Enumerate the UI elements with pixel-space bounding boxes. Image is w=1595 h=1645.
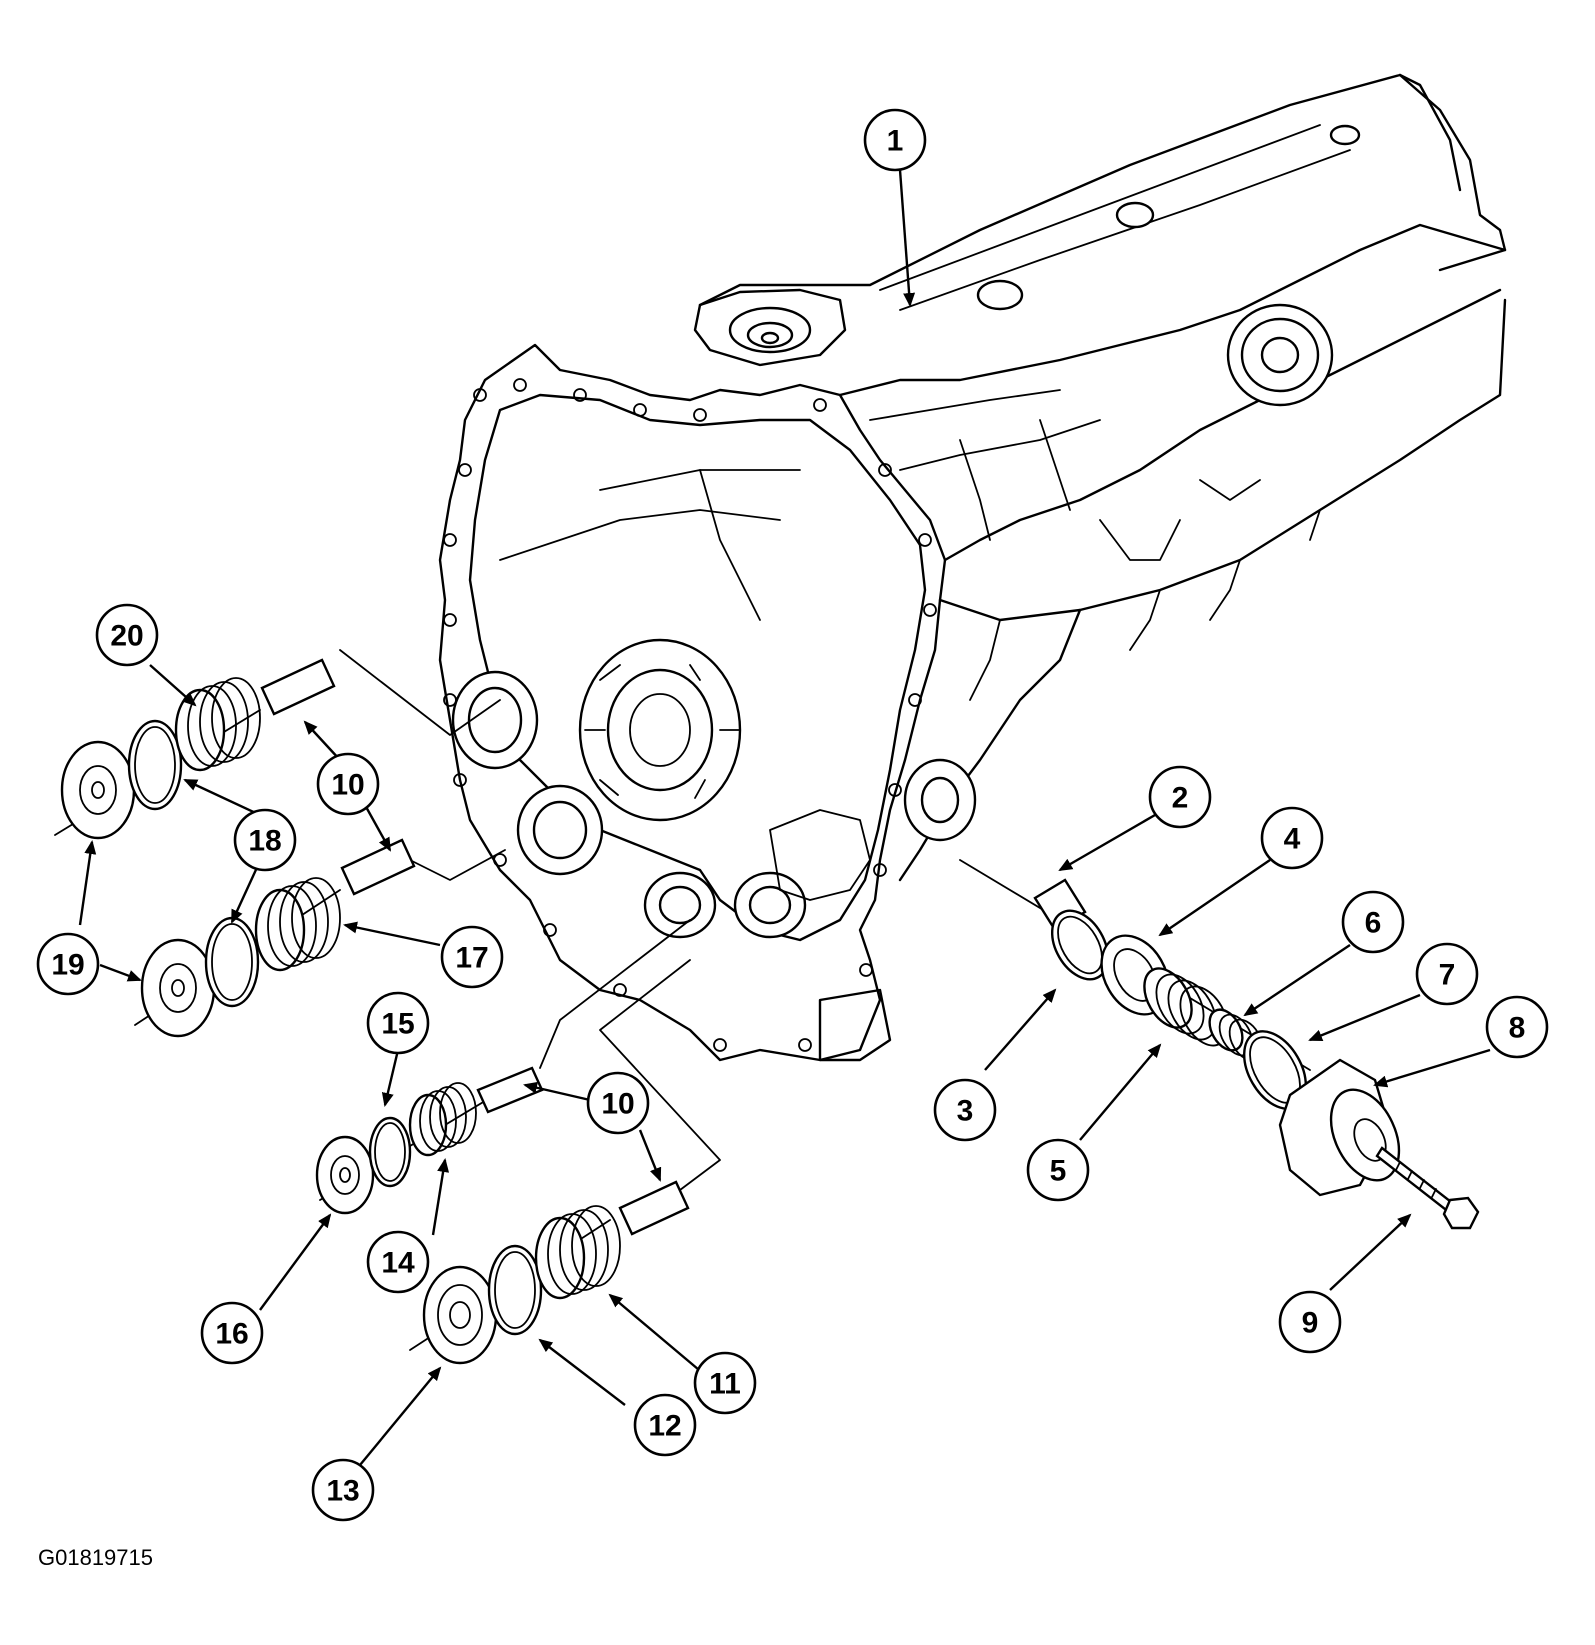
servo-assembly-right [959, 859, 1480, 1230]
svg-text:9: 9 [1302, 1307, 1319, 1340]
callout-14: 14 [366, 1230, 430, 1294]
svg-text:17: 17 [455, 942, 488, 975]
svg-text:6: 6 [1365, 907, 1382, 940]
svg-text:5: 5 [1050, 1155, 1067, 1188]
svg-text:20: 20 [110, 620, 143, 653]
callout-15: 15 [366, 991, 430, 1055]
svg-text:11: 11 [709, 1368, 741, 1401]
svg-text:7: 7 [1439, 959, 1456, 992]
svg-text:10: 10 [601, 1088, 634, 1121]
svg-text:18: 18 [248, 825, 281, 858]
callout-18: 18 [233, 808, 297, 872]
svg-text:10: 10 [331, 769, 364, 802]
leader-lines [78, 169, 1491, 1466]
callout-8: 8 [1485, 995, 1549, 1059]
callout-2: 2 [1148, 765, 1212, 829]
callout-10a: 10 [316, 752, 380, 816]
callout-3: 3 [933, 1078, 997, 1142]
svg-text:13: 13 [326, 1475, 359, 1508]
callout-9: 9 [1278, 1290, 1342, 1354]
svg-text:1: 1 [887, 125, 904, 158]
callout-16: 16 [200, 1301, 264, 1365]
svg-text:19: 19 [51, 949, 84, 982]
figure-code: G01819715 [38, 1545, 153, 1570]
svg-text:16: 16 [215, 1318, 248, 1351]
callout-1: 1 [863, 108, 927, 172]
svg-text:3: 3 [957, 1095, 974, 1128]
svg-text:12: 12 [648, 1410, 681, 1443]
callout-13: 13 [311, 1458, 375, 1522]
callout-5: 5 [1026, 1138, 1090, 1202]
callout-19: 19 [36, 932, 100, 996]
svg-text:2: 2 [1172, 782, 1189, 815]
callout-6: 6 [1341, 890, 1405, 954]
servo-assembly-lower-left [315, 919, 721, 1365]
callout-7: 7 [1415, 942, 1479, 1006]
transmission-case [438, 73, 1507, 1062]
callout-10b: 10 [586, 1071, 650, 1135]
callout-4: 4 [1260, 806, 1324, 870]
svg-text:15: 15 [381, 1008, 414, 1041]
svg-text:4: 4 [1284, 823, 1301, 856]
callout-17: 17 [440, 925, 504, 989]
svg-text:14: 14 [381, 1247, 415, 1280]
svg-text:8: 8 [1509, 1012, 1526, 1045]
callout-20: 20 [95, 603, 159, 667]
callout-12: 12 [633, 1393, 697, 1457]
servo-assembly-upper-left [54, 649, 506, 1038]
callout-11: 11 [693, 1351, 757, 1415]
